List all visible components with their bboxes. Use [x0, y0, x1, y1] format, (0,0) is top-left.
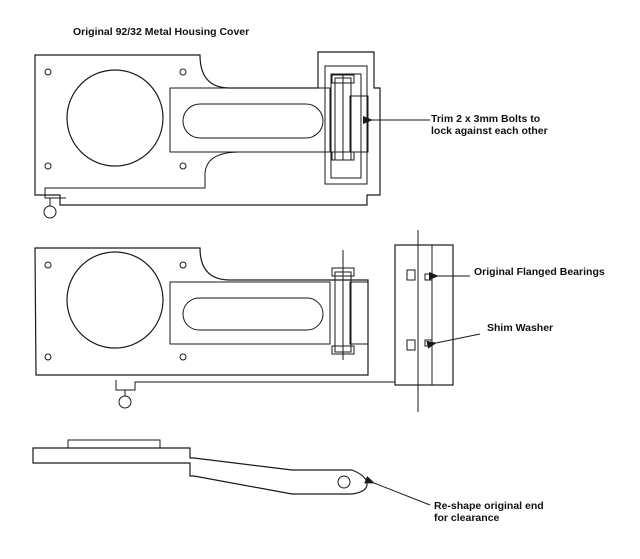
mount-hole-icon — [44, 68, 52, 76]
bearing-block — [324, 65, 368, 185]
shim-washer — [424, 339, 433, 347]
flanged-bearing-top — [406, 269, 416, 281]
bearing-housing — [394, 244, 454, 386]
shim-arrow — [426, 333, 481, 349]
mount-hole-icon — [179, 162, 187, 170]
arm-body — [169, 87, 331, 153]
reshape-note-line1: Re-shape original end — [434, 500, 544, 512]
reshaped-arm-outline — [32, 447, 368, 495]
bearing-block-inner — [330, 73, 362, 179]
mount-hole-icon — [179, 261, 187, 269]
reshape-arrow — [364, 475, 431, 506]
reshape-note-line2: for clearance — [434, 512, 500, 524]
trim-note-line1: Trim 2 x 3mm Bolts to — [431, 113, 541, 125]
arm-body-2 — [169, 281, 331, 345]
figure-middle-modified-housing — [34, 230, 481, 412]
flanged-bearing-bottom — [406, 339, 416, 351]
plate-step — [67, 439, 161, 449]
bolt-lock-pair-2 — [349, 281, 369, 345]
bolt-lock-pair — [349, 95, 369, 153]
arm-slot-2 — [182, 297, 324, 331]
arm-extension — [115, 374, 396, 391]
trim-note-line2: lock against each other — [431, 125, 548, 137]
mount-hole-icon — [44, 353, 52, 361]
housing-plate-outline-2 — [34, 247, 369, 376]
housing-round-cutout — [66, 69, 164, 167]
housing-round-cutout-2 — [66, 251, 164, 349]
flanged-bearing-top-flange — [424, 273, 433, 281]
arm-slot — [182, 103, 324, 139]
mount-hole-icon — [44, 162, 52, 170]
ball-foot — [43, 205, 57, 219]
figure-top-original-housing — [34, 51, 430, 219]
housing-plate-outline — [34, 51, 381, 206]
figure-bottom-reshaped-arm — [32, 439, 431, 506]
diagram-title: Original 92/32 Metal Housing Cover — [73, 26, 250, 38]
mount-hole-icon — [179, 353, 187, 361]
ball-foot-2 — [118, 395, 132, 409]
mount-hole-icon — [179, 68, 187, 76]
shim-washer-label: Shim Washer — [487, 322, 554, 334]
flanged-bearings-label: Original Flanged Bearings — [474, 266, 605, 278]
arm-end-hole — [337, 475, 351, 489]
mount-hole-icon — [44, 261, 52, 269]
